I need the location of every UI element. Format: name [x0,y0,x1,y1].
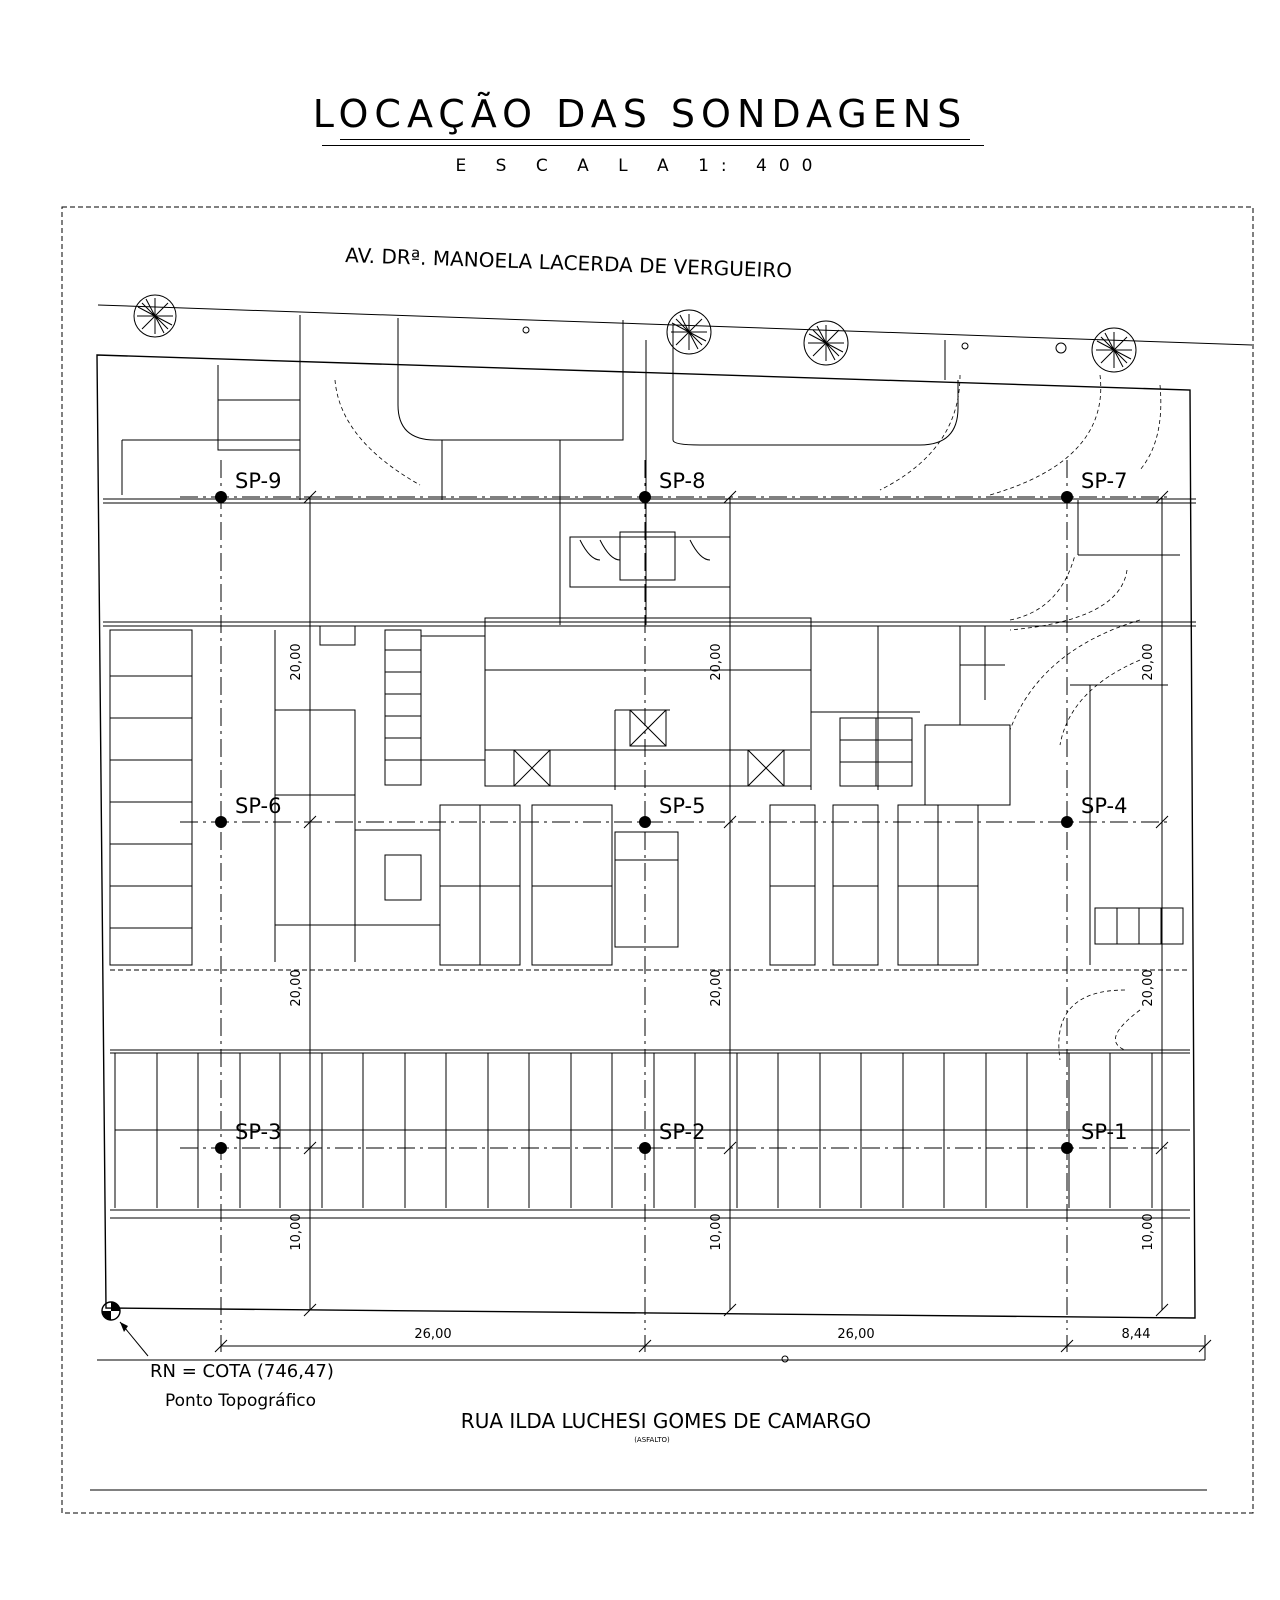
tree-icon [1091,327,1137,373]
north-street-name: AV. DRª. MANOELA LACERDA DE VERGUEIRO [345,243,793,283]
tree-icon [803,320,849,366]
dim-vertical-3-right: 10,00 [1141,1213,1156,1250]
sounding-dot [639,816,651,828]
grid-axes [180,460,1170,1330]
sounding-point-sp-8: SP-8 [639,469,705,503]
sounding-dot [215,491,227,503]
sounding-point-sp-3: SP-3 [215,1120,281,1154]
tree-icon [666,309,712,355]
sounding-point-sp-2: SP-2 [639,1120,705,1154]
drawing-scale: E S C A L A 1: 400 [455,156,825,176]
sounding-dot [1061,816,1073,828]
tree-icon [133,294,177,338]
dim-vertical-1-center: 20,00 [709,643,724,680]
central-bays [439,804,979,966]
sounding-label: SP-9 [235,469,281,493]
sounding-dot [639,491,651,503]
sounding-point-sp-7: SP-7 [1061,469,1127,503]
south-street-note: (ASFALTO) [634,1436,670,1444]
dim-horizontal-1: 26,00 [414,1327,451,1342]
sounding-label: SP-1 [1081,1120,1127,1144]
sounding-label: SP-4 [1081,794,1127,818]
sounding-label: SP-2 [659,1120,705,1144]
drawing-frame [61,206,1254,1514]
dim-vertical-2-right: 20,00 [1141,969,1156,1006]
dim-vertical-1-left: 20,00 [289,643,304,680]
sounding-dot [1061,1142,1073,1154]
south-street-name: RUA ILDA LUCHESI GOMES DE CAMARGO [461,1409,871,1433]
sounding-dot [215,1142,227,1154]
dim-vertical-1-right: 20,00 [1141,643,1156,680]
sounding-label: SP-3 [235,1120,281,1144]
sounding-point-sp-6: SP-6 [215,794,281,828]
benchmark-label: RN = COTA (746,47) [150,1361,334,1382]
sounding-dot [639,1142,651,1154]
benchmark-sublabel: Ponto Topográfico [165,1391,316,1411]
sounding-point-sp-5: SP-5 [639,794,705,828]
dim-vertical-2-center: 20,00 [709,969,724,1006]
sounding-points: SP-9 SP-8 SP-7SP-6 SP-5 SP-4SP-3 SP-2 SP-1 [215,469,1127,1154]
vehicle-paths [334,374,1162,1061]
sounding-point-sp-1: SP-1 [1061,1120,1127,1154]
title-underline [340,139,970,140]
dim-vertical-3-center: 10,00 [709,1213,724,1250]
drawing-title: LOCAÇÃO DAS SONDAGENS [312,92,968,136]
tree-icons [133,294,1137,373]
benchmark-marker [101,1301,149,1357]
sounding-point-sp-4: SP-4 [1061,794,1127,828]
sounding-label: SP-7 [1081,469,1127,493]
building-walls [103,315,1196,1219]
dim-vertical-2-left: 20,00 [289,969,304,1006]
dim-horizontal-2: 26,00 [837,1327,874,1342]
sounding-label: SP-5 [659,794,705,818]
dim-vertical-3-left: 10,00 [289,1213,304,1250]
sounding-point-sp-9: SP-9 [215,469,281,503]
parking-stalls [114,1053,1190,1208]
lot-boundary [96,354,1196,1319]
street-fixtures [522,326,1067,354]
dimension-lines [97,490,1212,1363]
title-underline-lower [322,145,984,146]
sounding-dot [215,816,227,828]
sounding-label: SP-6 [235,794,281,818]
sounding-dot [1061,491,1073,503]
dim-horizontal-3: 8,44 [1122,1327,1151,1342]
sounding-label: SP-8 [659,469,705,493]
